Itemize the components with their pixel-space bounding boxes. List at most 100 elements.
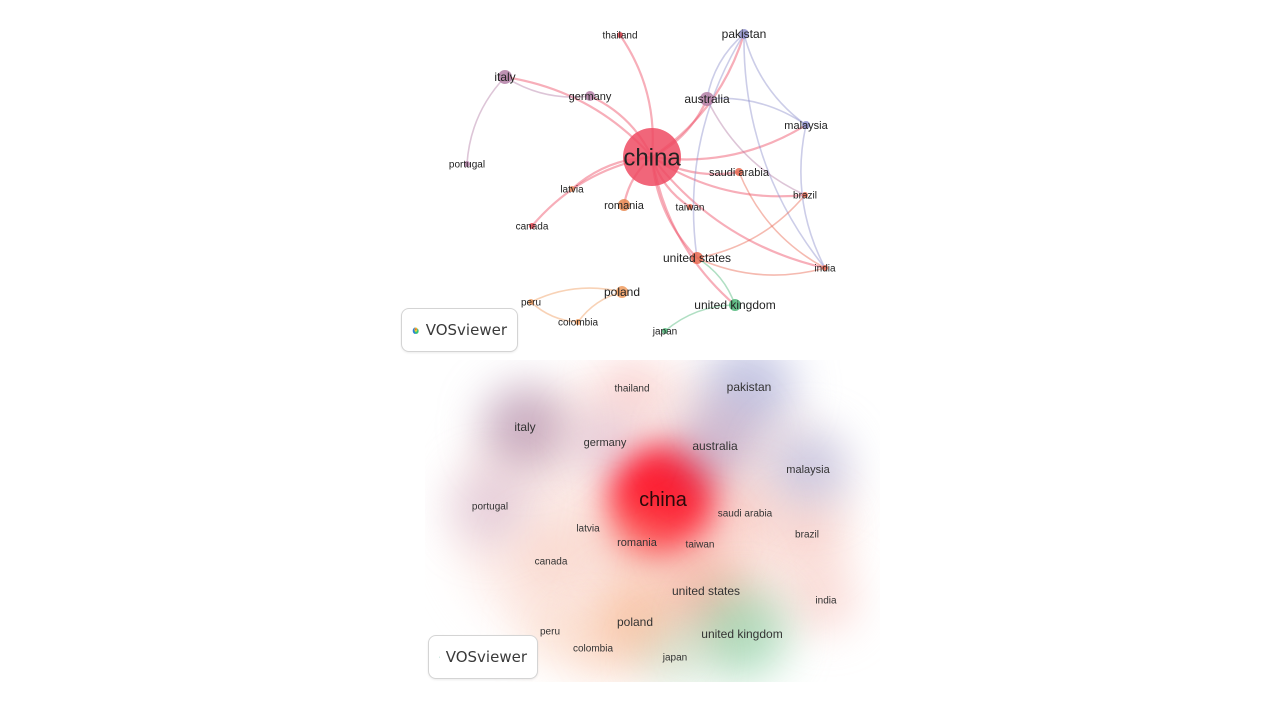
node-thailand[interactable] bbox=[617, 32, 623, 38]
node-portugal[interactable] bbox=[464, 161, 470, 167]
node-malaysia[interactable] bbox=[802, 121, 810, 129]
node-italy[interactable] bbox=[498, 70, 512, 84]
node-germany[interactable] bbox=[585, 91, 595, 101]
density-blob-romania bbox=[602, 507, 672, 577]
node-romania[interactable] bbox=[618, 199, 630, 211]
density-label-brazil: brazil bbox=[795, 530, 819, 541]
node-label-romania: romania bbox=[604, 200, 645, 212]
node-label-japan: japan bbox=[652, 327, 677, 338]
link-united-kingdom-japan bbox=[664, 304, 736, 332]
node-label-thailand: thailand bbox=[602, 31, 637, 42]
node-label-latvia: latvia bbox=[560, 185, 584, 196]
density-labels: china thailand pakistan italy germany austral… bbox=[472, 380, 837, 663]
density-blob-australia bbox=[675, 406, 755, 486]
node-label-canada: canada bbox=[516, 222, 549, 233]
node-label-germany: germany bbox=[569, 91, 612, 103]
density-blob-saudi-arabia bbox=[715, 483, 775, 543]
node-brazil[interactable] bbox=[802, 192, 808, 198]
node-united-states[interactable] bbox=[691, 252, 703, 264]
node-canada[interactable] bbox=[529, 223, 535, 229]
node-label-china: china bbox=[623, 144, 681, 171]
network-visualization: china thailand pakistan italy germany austral… bbox=[400, 0, 860, 355]
density-label-poland: poland bbox=[617, 615, 653, 629]
density-blob-japan bbox=[645, 627, 705, 682]
vosviewer-logo-text: VOSviewer bbox=[425, 321, 507, 339]
node-australia[interactable] bbox=[700, 92, 714, 106]
node-india[interactable] bbox=[822, 265, 828, 271]
density-label-portugal: portugal bbox=[472, 502, 508, 513]
vosviewer-logo-text: VOSviewer bbox=[445, 648, 527, 666]
density-label-italy: italy bbox=[514, 420, 535, 434]
density-blob-brazil bbox=[777, 504, 837, 564]
link-australia-brazil bbox=[706, 98, 806, 196]
node-label-brazil: brazil bbox=[793, 191, 817, 202]
density-blobs bbox=[452, 360, 856, 682]
node-label-united-kingdom: united kingdom bbox=[694, 298, 775, 312]
node-label-india: india bbox=[814, 264, 836, 275]
density-label-germany: germany bbox=[584, 437, 627, 449]
node-label-poland: poland bbox=[604, 285, 640, 299]
link-peru-colombia bbox=[530, 301, 579, 323]
vosviewer-logo: VOSviewer bbox=[428, 635, 538, 679]
node-label-portugal: portugal bbox=[449, 160, 485, 171]
density-label-thailand: thailand bbox=[614, 384, 649, 395]
node-united-kingdom[interactable] bbox=[729, 299, 741, 311]
density-label-canada: canada bbox=[535, 557, 568, 568]
density-blob-germany bbox=[575, 412, 635, 472]
node-saudi-arabia[interactable] bbox=[735, 168, 743, 176]
density-label-pakistan: pakistan bbox=[727, 380, 772, 394]
density-blob-poland bbox=[593, 580, 677, 664]
density-label-romania: romania bbox=[617, 537, 658, 549]
density-label-australia: australia bbox=[692, 439, 738, 453]
density-blob-united-kingdom bbox=[697, 589, 787, 679]
density-label-latvia: latvia bbox=[576, 524, 600, 535]
density-blob-colombia bbox=[563, 618, 623, 678]
node-label-peru: peru bbox=[521, 298, 541, 309]
density-label-taiwan: taiwan bbox=[686, 540, 715, 551]
density-blob-thailand bbox=[602, 360, 662, 418]
link-united-states-brazil bbox=[696, 194, 806, 259]
node-label-australia: australia bbox=[684, 92, 730, 106]
node-label-colombia: colombia bbox=[558, 318, 598, 329]
density-label-india: india bbox=[815, 596, 837, 607]
density-visualization: china thailand pakistan italy germany austral… bbox=[425, 360, 880, 682]
density-label-united-kingdom: united kingdom bbox=[701, 627, 782, 641]
node-japan[interactable] bbox=[662, 328, 668, 334]
node-label-taiwan: taiwan bbox=[676, 203, 705, 214]
density-label-china: china bbox=[639, 489, 688, 511]
node-china[interactable] bbox=[623, 128, 681, 186]
density-label-colombia: colombia bbox=[573, 644, 613, 655]
link-poland-peru bbox=[530, 287, 623, 303]
node-label-italy: italy bbox=[494, 70, 515, 84]
node-pakistan[interactable] bbox=[739, 29, 749, 39]
density-blob-italy bbox=[483, 385, 567, 469]
link-pakistan-india bbox=[743, 33, 826, 269]
link-saudi-arabia-india bbox=[738, 171, 826, 269]
link-italy-germany bbox=[504, 76, 591, 98]
vosviewer-logo: VOSviewer bbox=[401, 308, 518, 352]
density-label-united-states: united states bbox=[672, 584, 740, 598]
link-pakistan-malaysia bbox=[743, 33, 807, 126]
link-malaysia-india bbox=[800, 124, 826, 269]
node-latvia[interactable] bbox=[569, 186, 575, 192]
density-label-malaysia: malaysia bbox=[786, 464, 830, 476]
network-labels: china thailand pakistan italy germany austral… bbox=[449, 27, 836, 337]
vosviewer-logo-icon bbox=[412, 327, 419, 334]
density-map: china thailand pakistan italy germany austral… bbox=[452, 360, 856, 682]
density-label-japan: japan bbox=[662, 653, 687, 664]
node-taiwan[interactable] bbox=[687, 204, 693, 210]
link-pakistan-australia bbox=[706, 33, 745, 100]
node-poland[interactable] bbox=[616, 286, 628, 298]
node-peru[interactable] bbox=[528, 299, 534, 305]
network-graph: china thailand pakistan italy germany austral… bbox=[449, 27, 836, 337]
link-italy-portugal bbox=[466, 76, 506, 165]
network-nodes bbox=[464, 29, 828, 334]
density-blob-canada bbox=[516, 526, 586, 596]
node-colombia[interactable] bbox=[575, 319, 581, 325]
density-label-peru: peru bbox=[540, 627, 560, 638]
node-label-pakistan: pakistan bbox=[722, 27, 767, 41]
density-blob-portugal bbox=[452, 468, 528, 544]
node-label-malaysia: malaysia bbox=[784, 120, 828, 132]
link-malaysia-australia bbox=[706, 97, 807, 126]
density-blob-malaysia bbox=[768, 429, 848, 509]
